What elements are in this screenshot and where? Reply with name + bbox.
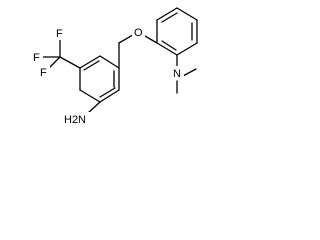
oxygen-label: O xyxy=(134,27,143,39)
bond xyxy=(182,68,197,77)
ether-linkage: O xyxy=(118,25,158,69)
dimethylamino-group: N xyxy=(171,54,197,94)
right-aromatic-ring xyxy=(156,7,198,56)
molecule-diagram: F F F H2N O N xyxy=(0,0,257,138)
structure-drawing: F F F H2N O N xyxy=(30,7,198,126)
left-aromatic-ring xyxy=(79,55,120,103)
trifluoromethyl-group: F F F xyxy=(30,28,81,79)
bond xyxy=(59,56,81,69)
amine-label: H2N xyxy=(64,114,86,126)
fluorine-label: F xyxy=(33,52,40,64)
double-bond-inner xyxy=(161,40,177,51)
double-bond-inner xyxy=(83,60,100,71)
bond xyxy=(79,89,101,103)
bond xyxy=(87,101,101,114)
fluorine-label: F xyxy=(40,67,47,79)
double-bond-inner xyxy=(99,87,116,98)
bond xyxy=(176,42,198,56)
nitrogen-label: N xyxy=(173,68,181,80)
bond xyxy=(156,42,178,56)
bond xyxy=(99,55,120,69)
bond xyxy=(79,55,101,69)
bond xyxy=(156,7,178,21)
bond xyxy=(176,7,198,21)
bond xyxy=(99,89,120,103)
amine-group: H2N xyxy=(60,101,101,126)
fluorine-label: F xyxy=(56,28,63,40)
double-bond-inner xyxy=(161,12,178,23)
